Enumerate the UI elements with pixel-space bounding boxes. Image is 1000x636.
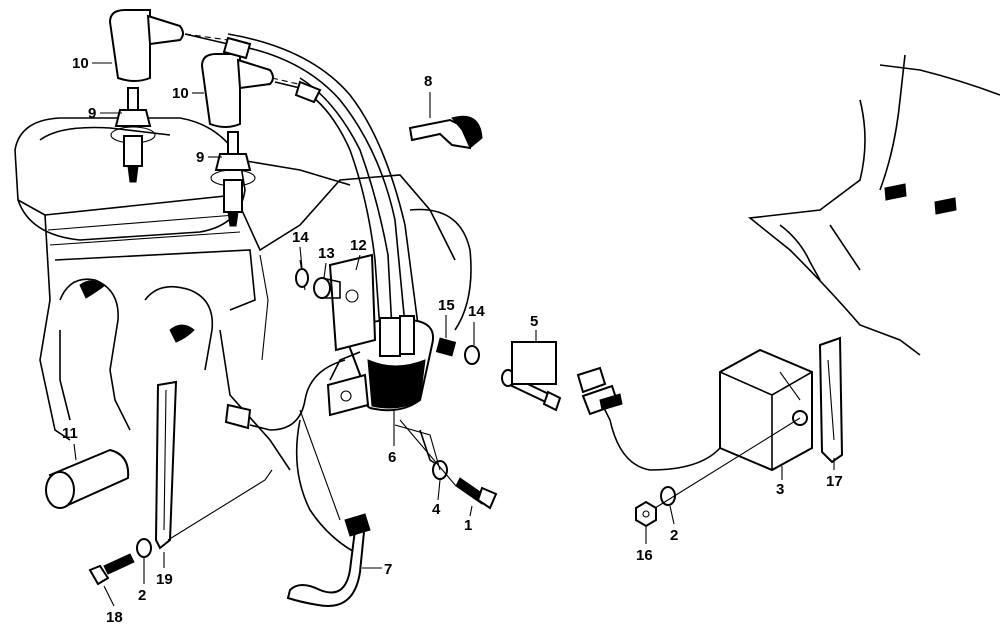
cable-strap-7 bbox=[286, 513, 371, 607]
bracket-17 bbox=[818, 336, 844, 464]
cdi-unit-3 bbox=[599, 348, 813, 472]
callout-6: 6 bbox=[388, 449, 396, 466]
clamp-8 bbox=[408, 115, 483, 150]
washer-14-right bbox=[464, 345, 480, 365]
spark-plug-left bbox=[110, 87, 156, 183]
bolt-5 bbox=[501, 341, 562, 412]
callout-9-right: 9 bbox=[196, 149, 204, 166]
spacer-15 bbox=[435, 337, 457, 357]
coil-primary-lead bbox=[224, 359, 346, 431]
callout-17: 17 bbox=[826, 473, 843, 490]
callout-12: 12 bbox=[350, 237, 367, 254]
washer-14-left bbox=[295, 268, 309, 288]
high-tension-leads bbox=[184, 33, 419, 331]
bolt-18 bbox=[88, 553, 135, 586]
bolt-1 bbox=[455, 477, 498, 510]
plug-cap-right bbox=[200, 53, 274, 128]
callout-7: 7 bbox=[384, 561, 392, 578]
ignition-coil bbox=[326, 315, 434, 417]
callout-3: 3 bbox=[776, 481, 784, 498]
callout-2-left: 2 bbox=[138, 587, 146, 604]
callout-16: 16 bbox=[636, 547, 653, 564]
frame-section bbox=[747, 54, 1000, 356]
nut-16 bbox=[635, 500, 657, 528]
callout-11: 11 bbox=[62, 425, 78, 442]
callout-9-left: 9 bbox=[88, 105, 96, 122]
engine-block-illustration bbox=[14, 117, 472, 556]
leader-lines bbox=[167, 371, 801, 541]
callout-2-right: 2 bbox=[670, 527, 678, 544]
cdi-connector bbox=[576, 366, 623, 416]
callout-1: 1 bbox=[464, 517, 472, 534]
plug-cap-left bbox=[108, 9, 184, 82]
ground-strap-19 bbox=[154, 380, 178, 550]
bracket-mount-bolt-13 bbox=[313, 277, 341, 299]
callout-10-left: 10 bbox=[72, 55, 89, 72]
washer-2-left bbox=[136, 538, 152, 558]
callout-13: 13 bbox=[318, 245, 335, 262]
condenser-11 bbox=[45, 448, 130, 509]
callout-14-left: 14 bbox=[292, 229, 309, 246]
callout-14-right: 14 bbox=[468, 303, 485, 320]
spark-plug-right bbox=[210, 131, 256, 227]
callout-4: 4 bbox=[432, 501, 441, 518]
callout-labels: 10 10 9 9 8 14 13 12 15 14 5 11 6 4 1 3 … bbox=[62, 55, 843, 626]
callout-8: 8 bbox=[424, 73, 432, 90]
callout-19: 19 bbox=[156, 571, 173, 588]
callout-15: 15 bbox=[438, 297, 455, 314]
coil-bracket bbox=[328, 253, 377, 352]
washer-2-right bbox=[660, 486, 676, 506]
callout-10-right: 10 bbox=[172, 85, 189, 102]
callout-5: 5 bbox=[530, 313, 538, 330]
callout-18: 18 bbox=[106, 609, 123, 626]
